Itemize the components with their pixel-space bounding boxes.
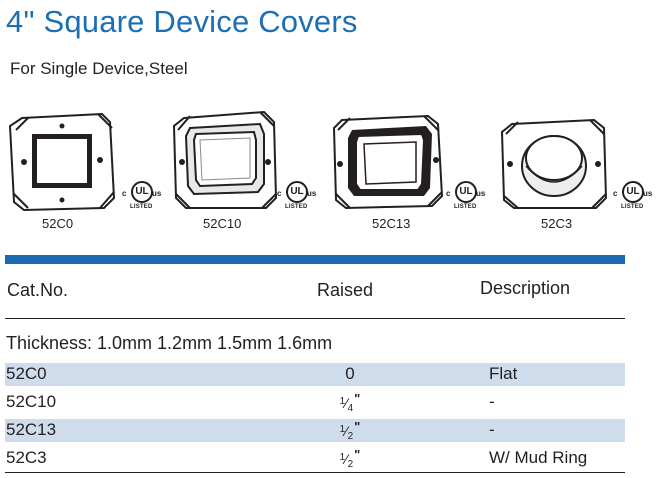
column-header-raised: Raised — [317, 280, 374, 300]
description-cell: - — [489, 392, 495, 411]
fraction-denominator: 4 — [347, 403, 354, 414]
ul-logo-icon: UL — [131, 181, 153, 203]
fraction-numerator: 1 — [339, 396, 346, 407]
table-bottom-rule — [5, 472, 625, 473]
fraction-numerator: 1 — [339, 452, 346, 463]
ul-listed-text: LISTED — [285, 204, 308, 210]
ul-listed-mark: c UL us LISTED — [122, 180, 164, 220]
ul-c-text: c — [122, 189, 127, 198]
ul-listed-text: LISTED — [130, 204, 153, 210]
section-divider-bar — [5, 255, 625, 264]
page-title: 4" Square Device Covers — [6, 4, 358, 39]
product-label: 52C13 — [372, 216, 411, 231]
fraction-denominator: 2 — [347, 431, 354, 442]
description-cell: Flat — [489, 364, 518, 383]
column-header-cat-no: Cat.No. — [7, 280, 69, 300]
ul-c-text: c — [277, 189, 282, 198]
ul-listed-mark: c UL us LISTED — [277, 180, 319, 220]
product-label: 52C10 — [203, 216, 242, 231]
ul-logo-icon: UL — [286, 181, 308, 203]
column-header-description: Description — [480, 278, 571, 298]
cat-no-cell: 52C3 — [6, 448, 47, 467]
flat-device-cover-icon — [8, 112, 116, 212]
raised-device-cover-icon — [172, 110, 278, 209]
mud-ring-cover-icon — [500, 118, 608, 209]
table-row: 52C10 1⁄4" - — [5, 391, 625, 414]
ul-us-text: us — [476, 189, 486, 198]
table-row: 52C3 1⁄2" W/ Mud Ring — [5, 447, 625, 470]
fraction-denominator: 2 — [347, 459, 354, 470]
ul-logo-icon: UL — [622, 181, 644, 203]
raised-device-cover-icon — [332, 114, 444, 210]
fraction: 1⁄4" — [339, 391, 361, 414]
fraction: 1⁄2" — [339, 419, 361, 442]
raised-cell: 1⁄2" — [335, 448, 365, 470]
product-label: 52C3 — [541, 216, 573, 231]
ul-listed-mark: c UL us LISTED — [613, 180, 655, 220]
ul-c-text: c — [613, 189, 618, 198]
fraction-numerator: 1 — [339, 424, 346, 435]
ul-listed-mark: c UL us LISTED — [446, 180, 488, 220]
cat-no-cell: 52C13 — [6, 420, 57, 439]
ul-us-text: us — [307, 189, 317, 198]
ul-c-text: c — [446, 189, 451, 198]
fraction: 1⁄2" — [339, 447, 361, 470]
ul-listed-text: LISTED — [454, 204, 477, 210]
inch-mark: " — [354, 447, 361, 462]
product-label: 52C0 — [42, 216, 74, 231]
cat-no-cell: 52C10 — [6, 392, 57, 411]
table-row: 52C0 0 Flat — [5, 363, 625, 386]
description-cell: W/ Mud Ring — [489, 448, 588, 467]
inch-mark: " — [354, 419, 361, 434]
ul-logo-icon: UL — [455, 181, 477, 203]
raised-cell: 1⁄2" — [335, 420, 365, 442]
header-divider — [5, 318, 625, 319]
page-subtitle: For Single Device,Steel — [10, 59, 188, 78]
description-cell: - — [489, 420, 495, 439]
cat-no-cell: 52C0 — [6, 364, 47, 383]
ul-us-text: us — [152, 189, 162, 198]
thickness-note: Thickness: 1.0mm 1.2mm 1.5mm 1.6mm — [6, 333, 333, 353]
raised-cell: 1⁄4" — [335, 392, 365, 414]
inch-mark: " — [354, 391, 361, 406]
ul-us-text: us — [643, 189, 653, 198]
table-row: 52C13 1⁄2" - — [5, 419, 625, 442]
raised-cell: 0 — [345, 364, 355, 383]
ul-listed-text: LISTED — [621, 204, 644, 210]
